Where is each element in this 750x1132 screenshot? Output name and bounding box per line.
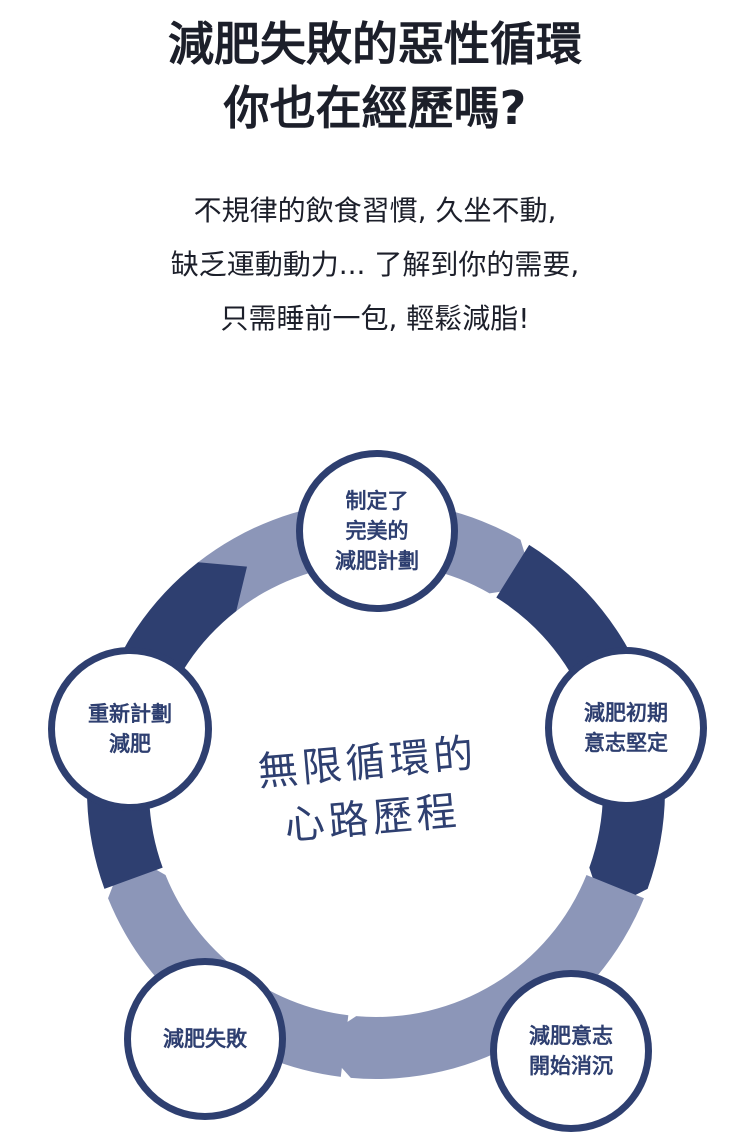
subtitle-line-2: 缺乏運動動力... 了解到你的需要, [170,248,580,281]
arc-determined [496,544,665,912]
cycle-step-determined: 減肥初期 意志堅定 [545,647,707,809]
page-title: 減肥失敗的惡性循環 你也在經歷嗎? [0,12,750,140]
cycle-step-waning: 減肥意志 開始消沉 [490,970,652,1132]
cycle-step-replan: 重新計劃 減肥 [48,647,212,811]
cycle-step-failed: 減肥失敗 [124,958,286,1120]
title-line-1: 減肥失敗的惡性循環 [168,17,582,71]
subtitle: 不規律的飲食習慣, 久坐不動, 缺乏運動動力... 了解到你的需要, 只需睡前一… [0,184,750,346]
title-line-2: 你也在經歷嗎? [223,81,527,135]
subtitle-line-3: 只需睡前一包, 輕鬆減脂! [220,302,530,335]
arc-determined-to-waning [317,875,644,1079]
subtitle-line-1: 不規律的飲食習慣, 久坐不動, [193,194,557,227]
cycle-step-plan: 制定了 完美的 減肥計劃 [296,450,458,612]
